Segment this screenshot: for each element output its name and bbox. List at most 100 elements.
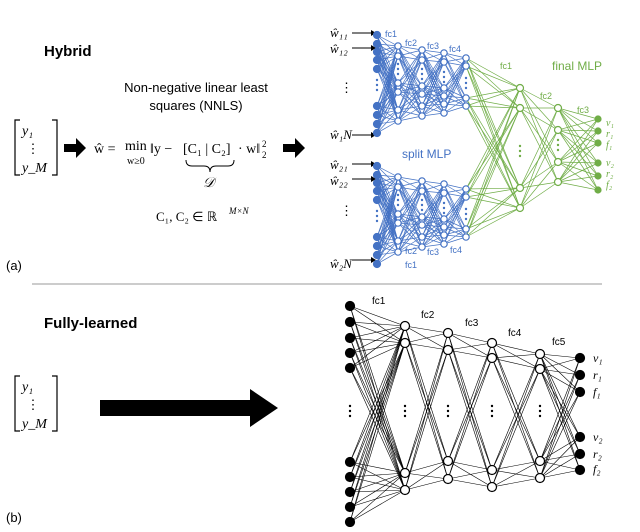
split-edge [397,91,423,95]
hidden-node [418,56,426,64]
hidden-node [462,62,470,70]
input-node [344,501,356,513]
input-node [372,128,382,138]
fully-edge [349,367,406,491]
ellipsis-dot [442,75,446,79]
ellipsis-dot [403,404,407,408]
fully-edge [447,342,493,351]
final-edge [519,161,559,189]
out-b-r2: r₂ [593,447,602,461]
ellipsis-dot [420,203,424,207]
input-node [372,259,382,269]
split-edge [443,188,467,220]
final-fc2: fc2 [540,91,552,101]
ellipsis-dot [538,404,542,408]
output-node [594,172,602,180]
final-edge [519,87,559,163]
final-edge [557,118,599,183]
split-edge [376,222,399,265]
hidden-node [440,49,448,57]
hidden-node [418,90,426,98]
final-edge [465,65,521,109]
fully-fc3: fc3 [465,318,479,329]
ellipsis-dot [556,138,560,142]
final-edge [465,196,521,209]
ellipsis-dot [403,414,407,418]
split-edge [421,103,445,117]
split-edge [443,57,467,97]
hidden-node [442,455,454,467]
split-fc3-bottom: fc3 [427,247,439,257]
final-edge [557,162,599,183]
split-edge [397,180,423,188]
final-node [553,125,563,135]
eq-sup: 2 [262,139,267,149]
fully-edge [447,332,493,359]
dims-text: C₁, C₂ ∈ ℝ [156,209,218,224]
fully-edge [404,460,449,474]
hidden-node [418,102,426,110]
split-edge [443,196,467,245]
split-edge [376,91,399,134]
final-fc3: fc3 [577,105,589,115]
split-edge [397,49,423,122]
hidden-node [394,42,402,50]
panel-a-title: Hybrid [44,43,92,60]
ellipsis-dot [375,88,379,92]
split-edge [376,59,399,84]
fully-edge [404,332,449,344]
hidden-node [440,215,448,223]
out-b-f1: f₁ [593,385,601,399]
hidden-node [418,187,426,195]
label-w11: ŵ₁₁ [330,25,348,40]
ellipsis-dot [518,154,522,158]
hidden-node [486,481,498,493]
final-edge [557,107,599,191]
ellipsis-dot [348,404,352,408]
output-node [574,448,586,460]
split-edge [421,218,445,248]
final-edge [465,105,521,109]
ellipsis-dot [464,217,468,221]
fully-edge [539,353,581,438]
split-edge [443,188,467,228]
final-node [553,157,563,167]
fully-edge [349,342,406,463]
final-edge [557,129,599,191]
split-edge [397,236,423,253]
hidden-node [394,183,402,191]
final-edge [465,87,521,99]
ellipsis-dot [348,414,352,418]
final-edge [557,107,599,132]
ellipsis-dot [464,207,468,211]
split-edge [397,105,423,122]
fully-edge [539,453,581,479]
split-edge [421,52,445,87]
hidden-node [394,237,402,245]
hidden-node [462,185,470,193]
final-edge [519,87,559,109]
final-edge [465,87,521,190]
split-fc4-bottom: fc4 [450,245,462,255]
input-node [372,195,382,205]
final-edge [557,129,599,177]
right-arrow-icon [283,138,305,158]
split-edge [397,180,423,253]
fully-edge [491,477,541,488]
hidden-node [486,464,498,476]
split-edge [397,55,423,107]
input-b-dots: ⋮ [27,397,40,412]
final-edge [465,107,521,190]
hidden-node [440,240,448,248]
split-edge [421,93,445,105]
fully-edge [404,332,449,474]
label-w12: ŵ₁₂ [330,41,348,56]
split-edge [397,59,423,122]
output-node [574,352,586,364]
final-edge [465,87,521,107]
final-edge [519,107,559,131]
fully-edge [539,357,581,479]
input-node [372,101,382,111]
fully-edge [349,472,406,523]
fully-edge [404,460,449,491]
